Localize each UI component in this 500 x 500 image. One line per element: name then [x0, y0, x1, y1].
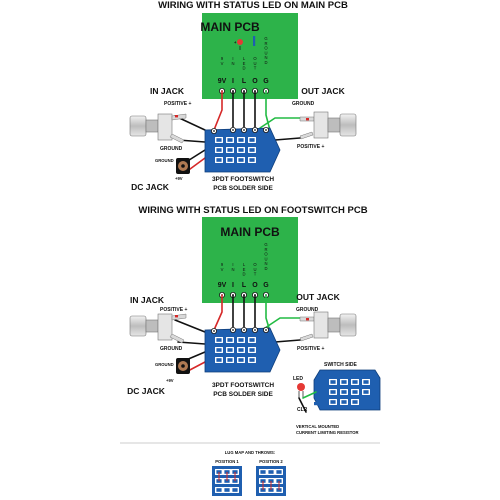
footswitch-label-1-top: 3PDT FOOTSWITCH — [212, 176, 274, 183]
main-pcb-title-bottom: MAIN PCB — [220, 225, 280, 239]
pad-label-9v-bottom: 9V — [218, 282, 227, 289]
section-title-top: WIRING WITH STATUS LED ON MAIN PCB — [158, 0, 348, 11]
pad-label-led-bottom: L — [242, 282, 247, 289]
footswitch-label-2-bottom: PCB SOLDER SIDE — [213, 391, 273, 398]
led-assembly — [297, 383, 324, 413]
pad-label-9v: 9V — [218, 78, 227, 85]
wires-top — [174, 90, 301, 173]
switch-side-label: SWITCH SIDE — [324, 362, 357, 368]
lug-map-title: LUG MAP AND THROWS: — [225, 450, 275, 455]
out-jack-label-bottom: OUT JACK — [296, 292, 340, 302]
dc-jack-label-top: DC JACK — [131, 182, 170, 192]
position2-label: POSITION 2 — [259, 459, 283, 464]
dc-9v-label-top: +9V — [175, 176, 183, 181]
in-positive-label-top: POSITIVE + — [164, 101, 191, 107]
dc-ground-label-bottom: GROUND — [155, 362, 174, 367]
lug-map-position2 — [256, 466, 286, 496]
pad-label-led: L — [242, 78, 247, 85]
footswitch-label-2-top: PCB SOLDER SIDE — [213, 185, 273, 192]
dc-jack-top — [176, 158, 190, 174]
out-positive-label-bottom: POSITIVE + — [297, 346, 324, 352]
in-ground-label-top: GROUND — [160, 146, 183, 152]
pad-label-ground-bottom: G — [263, 282, 269, 289]
resistor-label-2: CURRENT LIMITING RESISTOR — [296, 430, 359, 435]
out-jack-bottom — [299, 311, 357, 342]
dc-jack-bottom — [176, 358, 190, 374]
footswitch-pcb-bottom — [204, 326, 281, 373]
main-pcb-title: MAIN PCB — [200, 20, 260, 34]
dc-ground-label-top: GROUND — [155, 158, 174, 163]
section-title-bottom: WIRING WITH STATUS LED ON FOOTSWITCH PCB — [138, 205, 367, 216]
dc-9v-label-bottom: +9V — [166, 378, 174, 383]
lug-map-position1 — [212, 466, 242, 496]
footswitch-label-1-bottom: 3PDT FOOTSWITCH — [212, 382, 274, 389]
pad-label-ground: G — [263, 78, 269, 85]
out-jack-top — [299, 111, 357, 140]
clr-resistor-icon — [314, 402, 324, 406]
pad-label-out-bottom: O — [252, 282, 258, 289]
position1-label: POSITION 1 — [215, 459, 239, 464]
svg-text:+: + — [234, 40, 237, 45]
resistor-label-1: VERTICAL MOUNTED — [296, 424, 339, 429]
out-jack-label-top: OUT JACK — [301, 86, 345, 96]
pad-label-in: I — [232, 78, 234, 85]
in-jack-label-bottom: IN JACK — [130, 295, 165, 305]
led-label: LED — [293, 376, 303, 382]
out-positive-label-top: POSITIVE + — [297, 144, 324, 150]
in-ground-label-bottom: GROUND — [160, 346, 183, 352]
pad-label-out: O — [252, 78, 258, 85]
in-positive-label-bottom: POSITIVE + — [160, 307, 187, 313]
out-ground-label-top: GROUND — [292, 101, 315, 107]
out-ground-label-bottom: GROUND — [296, 307, 319, 313]
pad-label-in-bottom: I — [232, 282, 234, 289]
in-jack-top — [129, 113, 187, 144]
status-led — [237, 39, 243, 45]
led-icon — [297, 383, 305, 391]
clr-label: CLR — [297, 407, 308, 413]
switch-side-pcb — [313, 369, 381, 411]
resistor-icon — [253, 36, 256, 46]
footswitch-pcb-top — [204, 126, 281, 173]
in-jack-label-top: IN JACK — [150, 86, 185, 96]
in-jack-bottom — [129, 313, 187, 344]
dc-jack-label-bottom: DC JACK — [127, 386, 166, 396]
